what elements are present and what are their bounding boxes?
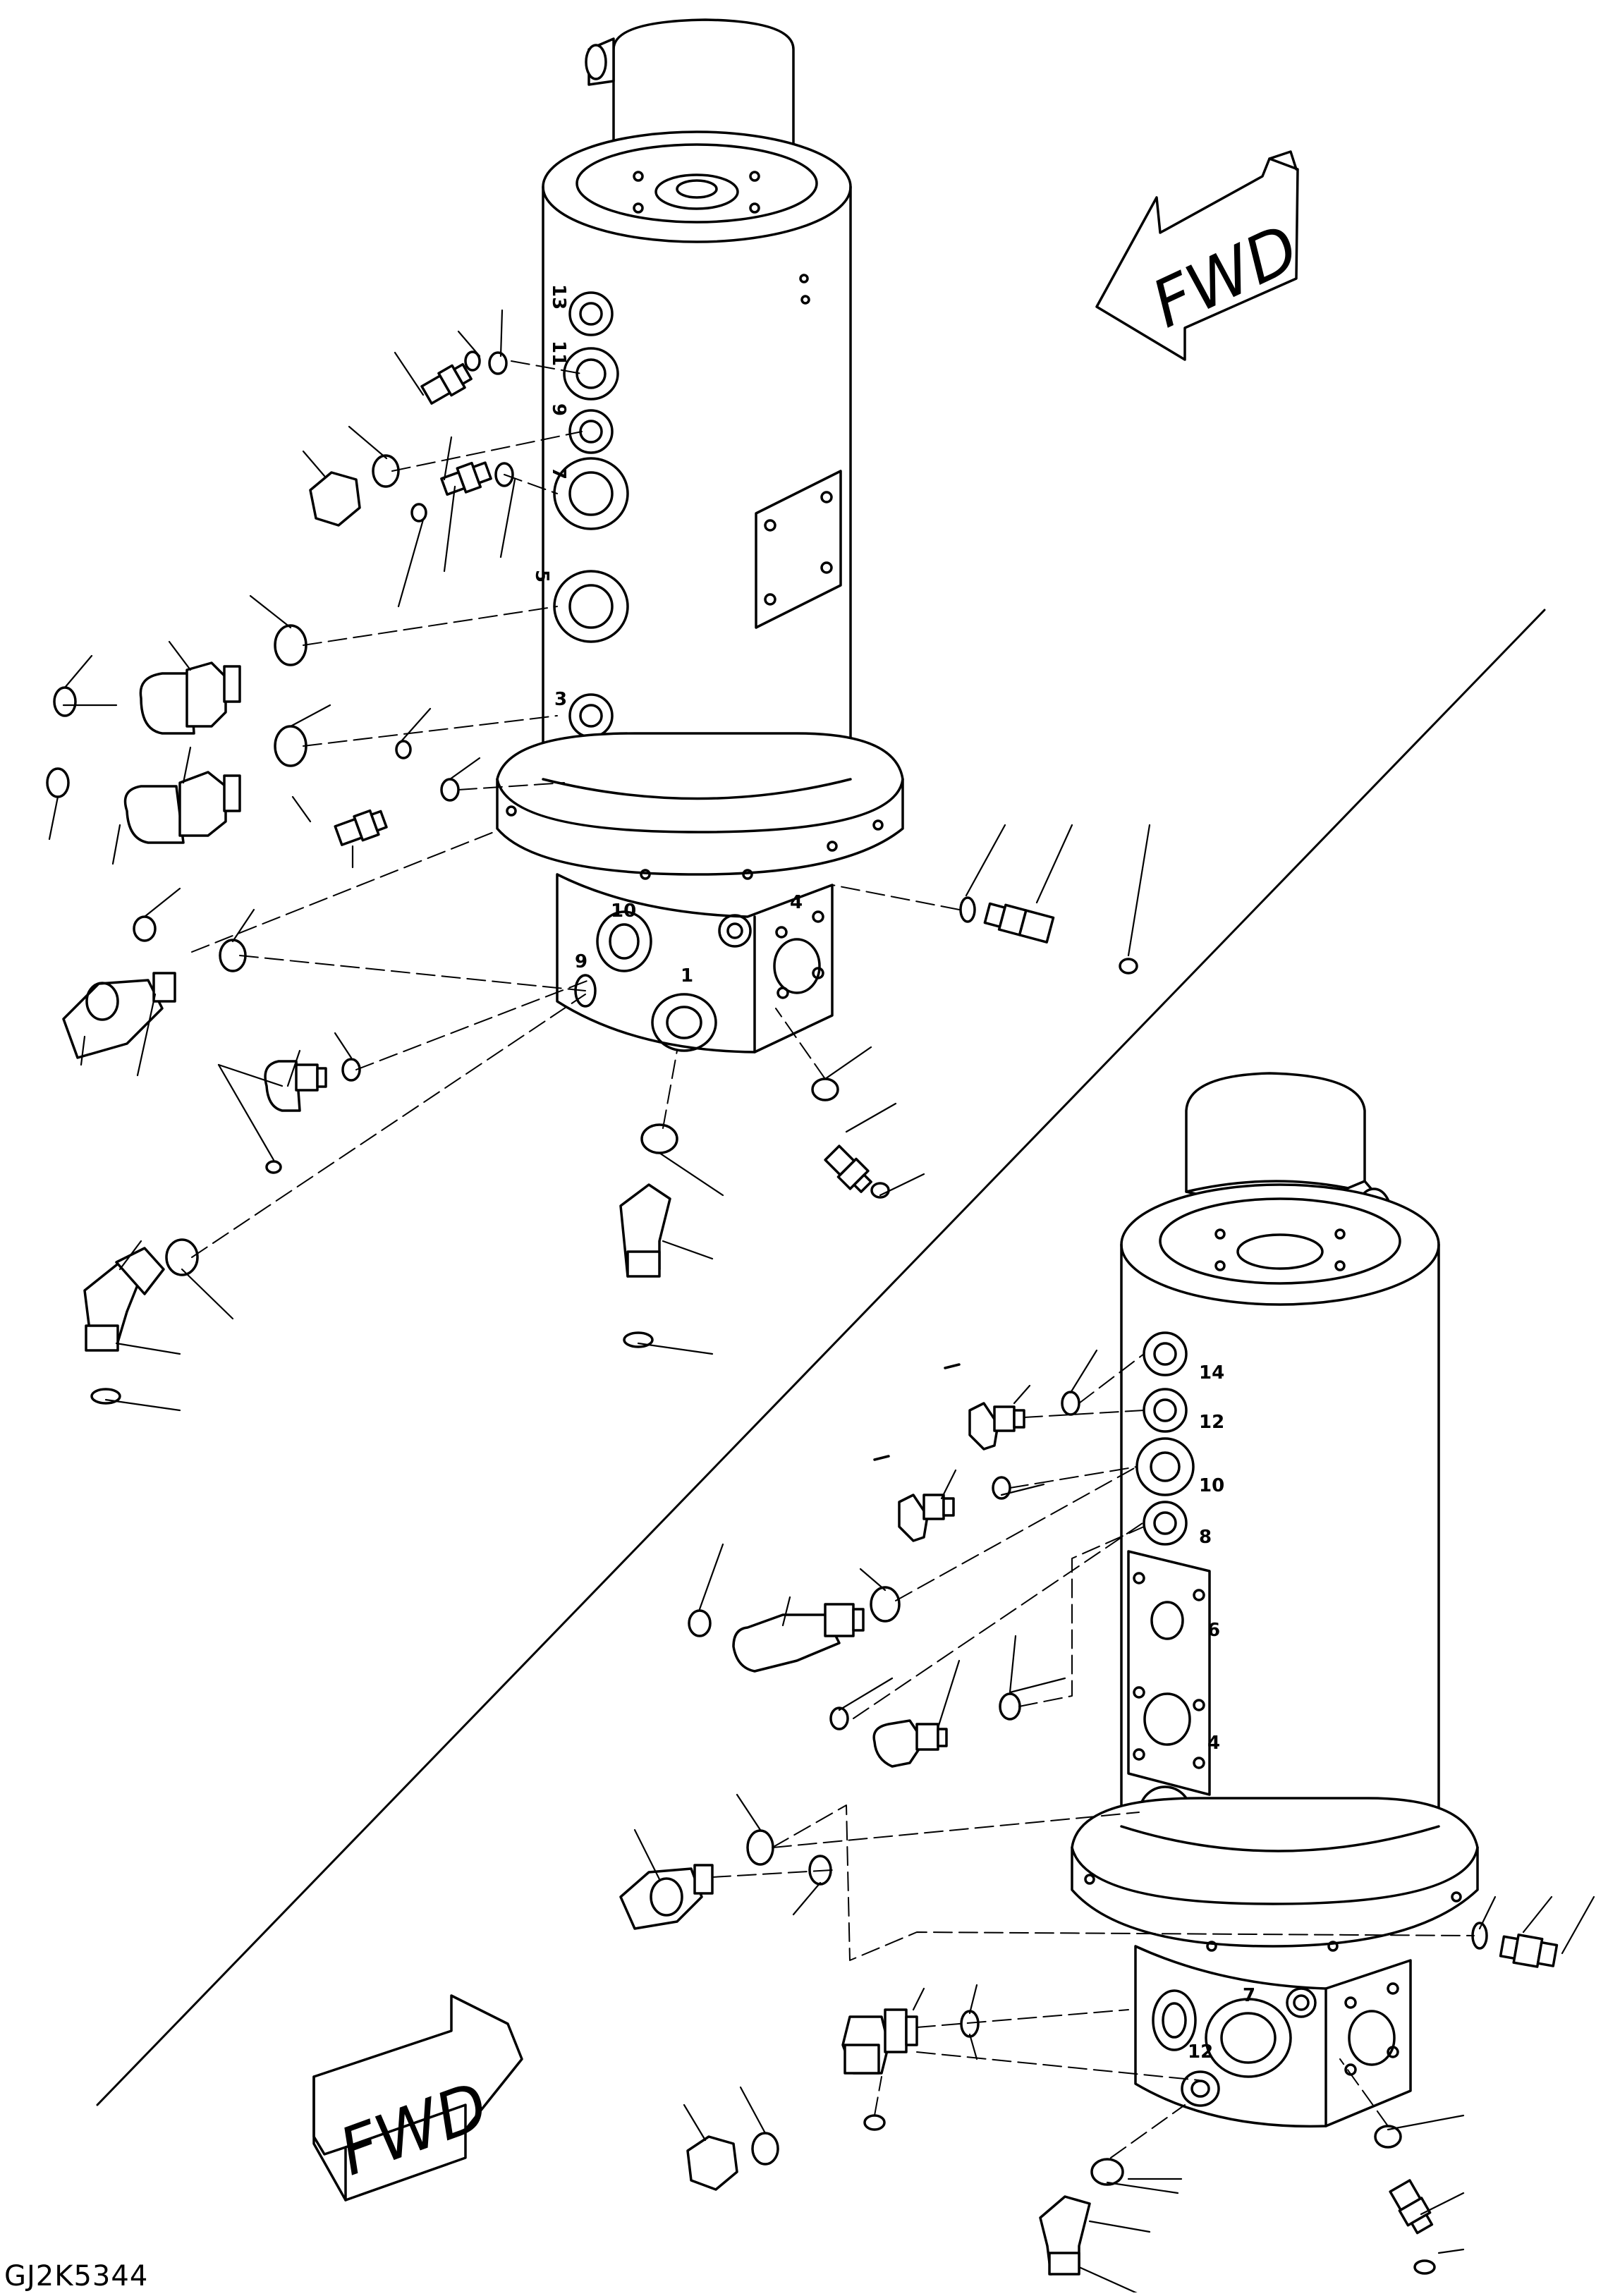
lower-plug	[686, 2135, 738, 2191]
upper-base-port-labels: 10 9 1 4	[575, 892, 803, 987]
upper-elbow-fitting-1	[139, 661, 241, 735]
upper-port-label-3: 3	[554, 689, 567, 710]
divider-line	[96, 609, 1546, 2106]
lower-port-label-14: 14	[1199, 1362, 1224, 1384]
lower-port-label-6: 6	[1207, 1620, 1220, 1641]
upper-fittings	[46, 350, 1138, 1405]
lower-cylinder-ports	[1135, 1331, 1195, 1839]
upper-port-label-9: 9	[548, 403, 569, 416]
lower-elbow-4	[872, 1719, 948, 1768]
upper-flange	[496, 732, 904, 880]
upper-port-label-13: 13	[548, 284, 569, 310]
upper-port-label-11: 11	[548, 341, 569, 366]
upper-cylinder-ports	[553, 291, 629, 810]
upper-cylinder-port-labels: 13 11 9 7 5 3 1	[531, 284, 569, 760]
lower-port-label-10: 10	[1199, 1475, 1224, 1496]
lower-straight-fitting	[1499, 1934, 1559, 1968]
upper-port-label-5: 5	[531, 570, 552, 582]
upper-small-elbow	[264, 1060, 327, 1112]
upper-right-base-fitting	[824, 1144, 872, 1193]
lower-leader-lines	[633, 1349, 1595, 2296]
upper-center-lines	[191, 360, 960, 1258]
lower-port-label-12: 12	[1199, 1412, 1224, 1433]
fwd-arrow-lower: FWD	[312, 1994, 523, 2202]
drawing-reference-code: GJ2K5344	[4, 2260, 149, 2292]
upper-leader-lines	[48, 309, 1151, 1412]
upper-base-label-9: 9	[575, 951, 587, 972]
lower-base-label-7: 7	[1243, 1985, 1255, 2006]
upper-large-elbow	[83, 1247, 165, 1352]
lower-flange	[1071, 1797, 1479, 1952]
lower-elbow-14	[968, 1402, 1025, 1451]
upper-cover-plate	[755, 470, 842, 629]
upper-bottom-elbow	[619, 1183, 671, 1278]
lower-port-label-8: 8	[1199, 1527, 1212, 1548]
upper-swivel-joint: 13 11 9 7 5 3 1 10 9 1	[496, 18, 904, 1054]
lower-center-lines	[712, 1353, 1475, 2158]
lower-base-label-12: 12	[1188, 2041, 1213, 2063]
lower-right-bottom-fitting	[1389, 2179, 1434, 2235]
lower-port-label-4: 4	[1207, 1733, 1220, 1754]
upper-angled-fitting	[62, 972, 176, 1059]
lower-cylinder-body	[1120, 1243, 1440, 1828]
lower-base-block	[1134, 1945, 1412, 2128]
upper-side-fitting	[983, 902, 1055, 944]
lower-long-elbow	[732, 1603, 865, 1673]
upper-elbow-fitting-2	[123, 771, 241, 844]
lower-fittings	[619, 1363, 1559, 2276]
lower-base-port-labels: 7 12	[1188, 1985, 1255, 2063]
lower-elbow-10	[898, 1494, 955, 1542]
lower-angled-fitting	[619, 1864, 714, 1930]
lower-bottom-elbow	[1039, 2195, 1091, 2276]
upper-base-label-1: 1	[681, 965, 693, 987]
lower-elbow-7	[841, 2008, 918, 2075]
lower-cover-plate	[1127, 1550, 1211, 1796]
fwd-arrow-upper: FWD	[1095, 150, 1310, 361]
upper-base-label-4: 4	[790, 892, 803, 913]
upper-port-label-7: 7	[548, 467, 569, 480]
lower-swivel-joint: 14 12 10 8 6 4 2 7 12	[1071, 1072, 1479, 2128]
upper-cylinder-body	[542, 185, 852, 812]
upper-base-label-10: 10	[611, 900, 636, 922]
